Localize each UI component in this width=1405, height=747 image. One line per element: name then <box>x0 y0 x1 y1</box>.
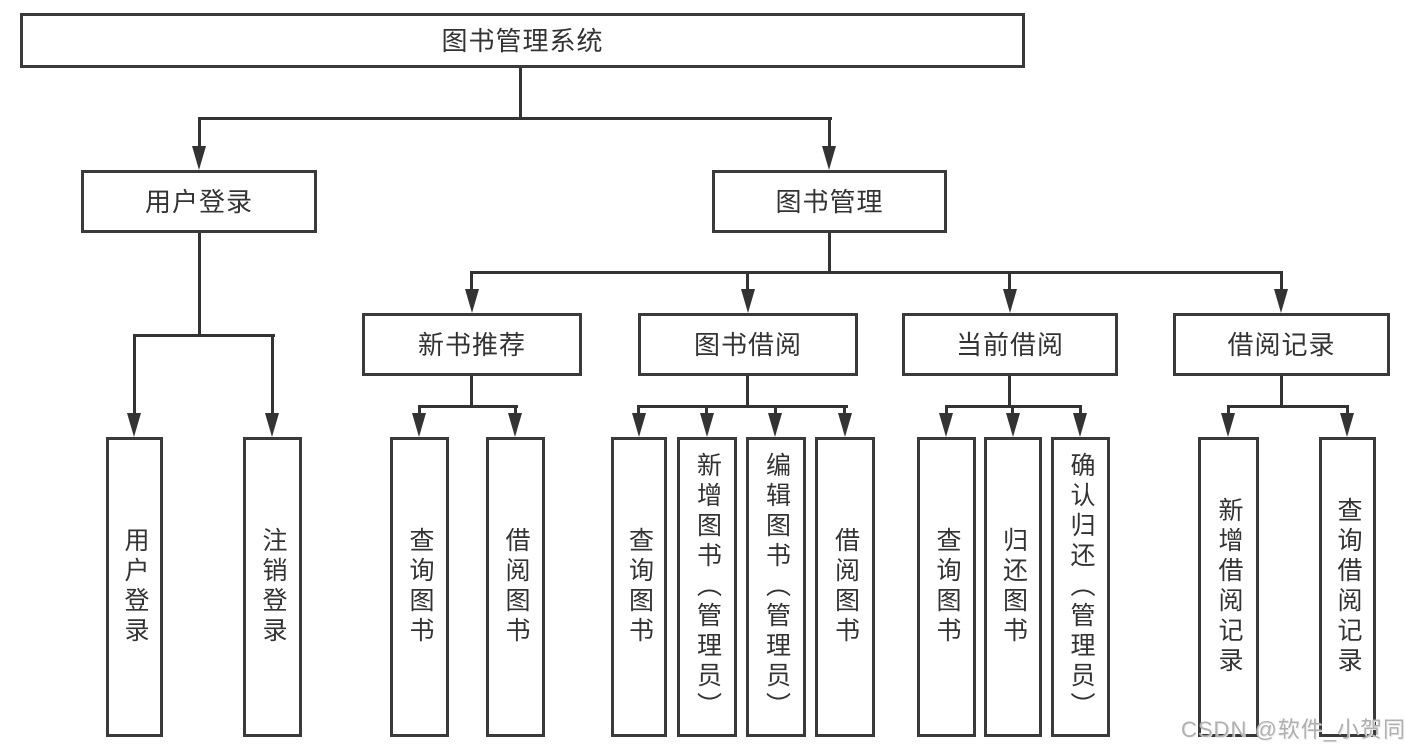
connector-mgmt-branch <box>470 271 1283 274</box>
node-label: 新书推荐 <box>417 329 526 360</box>
connector-to-c1 <box>945 405 948 417</box>
arrowhead-current-borrow <box>1003 289 1017 313</box>
leaf-borrow-books-recommend: 借阅图书 <box>486 437 545 737</box>
leaf-query-books-recommend: 查询图书 <box>390 437 449 737</box>
leaf-confirm-return-admin: 确认归还（管理员） <box>1051 437 1110 737</box>
node-book-borrowing: 图书借阅 <box>638 313 858 376</box>
leaf-label: 编辑图书（管理员） <box>762 452 791 722</box>
leaf-logout: 注销登录 <box>243 437 302 737</box>
connector-login-branch <box>133 334 275 337</box>
connector-records-branch <box>1227 405 1349 408</box>
arrowhead-user-login <box>192 146 206 170</box>
arrowhead-c1 <box>939 413 953 437</box>
arrowhead-b4 <box>838 413 852 437</box>
connector-newbooks-stem <box>470 376 473 408</box>
node-current-borrowing: 当前借阅 <box>902 313 1118 376</box>
leaf-query-books-borrow: 查询图书 <box>611 437 667 737</box>
arrowhead-book-mgmt <box>822 146 836 170</box>
node-new-book-recommend: 新书推荐 <box>362 313 582 376</box>
connector-to-b3 <box>774 405 777 417</box>
connector-mgmt-stem <box>828 233 831 273</box>
connector-current-stem <box>1008 376 1011 408</box>
connector-borrow-branch <box>637 405 848 408</box>
arrowhead-c3 <box>1073 413 1087 437</box>
connector-to-a1 <box>418 405 421 417</box>
arrowhead-d1 <box>1221 413 1235 437</box>
connector-to-d2 <box>1346 405 1349 417</box>
arrowhead-leaf-user-login <box>127 413 141 437</box>
connector-to-c2 <box>1011 405 1014 417</box>
connector-to-b2 <box>705 405 708 417</box>
leaf-label: 新增借阅记录 <box>1215 497 1243 677</box>
connector-records-stem <box>1280 376 1283 408</box>
leaf-add-borrow-record: 新增借阅记录 <box>1198 437 1259 737</box>
node-label: 图书借阅 <box>693 329 802 360</box>
node-book-management: 图书管理 <box>712 170 947 233</box>
connector-to-user-login <box>198 117 201 148</box>
connector-borrow-stem <box>746 376 749 408</box>
leaf-label: 查询图书 <box>933 527 961 647</box>
leaf-label: 归还图书 <box>999 527 1028 647</box>
connector-to-d1 <box>1227 405 1230 417</box>
arrowhead-b3 <box>768 413 782 437</box>
node-label: 用户登录 <box>144 186 253 217</box>
node-user-login: 用户登录 <box>81 170 317 233</box>
arrowhead-leaf-logout <box>265 413 279 437</box>
leaf-label: 查询图书 <box>406 527 434 647</box>
connector-to-b1 <box>637 405 640 417</box>
leaf-label: 借阅图书 <box>502 527 530 647</box>
connector-to-leaf-logout <box>271 334 274 416</box>
arrowhead-d2 <box>1340 413 1354 437</box>
csdn-watermark: CSDN @软件_小贺同学 <box>1181 717 1405 742</box>
arrowhead-a1 <box>412 413 426 437</box>
leaf-query-books-current: 查询图书 <box>917 437 976 737</box>
connector-to-a2 <box>514 405 517 417</box>
connector-newbooks-branch <box>418 405 518 408</box>
node-borrowing-records: 借阅记录 <box>1173 313 1390 376</box>
node-label: 借阅记录 <box>1227 329 1336 360</box>
node-label: 当前借阅 <box>955 329 1064 360</box>
arrowhead-b2 <box>700 413 714 437</box>
leaf-label: 查询图书 <box>625 527 654 647</box>
connector-to-c3 <box>1079 405 1082 417</box>
leaf-label: 查询借阅记录 <box>1334 497 1362 677</box>
leaf-label: 新增图书（管理员） <box>693 452 722 722</box>
connector-to-b4 <box>843 405 846 417</box>
leaf-label: 借阅图书 <box>831 527 860 647</box>
leaf-query-borrow-record: 查询借阅记录 <box>1319 437 1376 737</box>
connector-root-stem <box>519 68 522 119</box>
connector-level1-branch <box>198 117 832 120</box>
leaf-borrow-books: 借阅图书 <box>815 437 875 737</box>
arrowhead-b1 <box>632 413 646 437</box>
connector-to-book-mgmt <box>828 117 831 148</box>
connector-login-stem <box>198 233 201 336</box>
leaf-label: 注销登录 <box>259 527 287 647</box>
connector-to-book-borrow <box>746 271 749 291</box>
connector-to-current-borrow <box>1008 271 1011 291</box>
node-label: 图书管理系统 <box>441 25 604 56</box>
leaf-label: 用户登录 <box>121 527 149 647</box>
arrowhead-a2 <box>508 413 522 437</box>
connector-to-borrow-records <box>1280 271 1283 291</box>
arrowhead-c2 <box>1006 413 1020 437</box>
connector-to-leaf-user-login <box>133 334 136 416</box>
arrowhead-borrow-records <box>1274 289 1288 313</box>
leaf-add-books-admin: 新增图书（管理员） <box>677 437 737 737</box>
node-root-system: 图书管理系统 <box>20 13 1025 68</box>
node-label: 图书管理 <box>775 186 884 217</box>
leaf-user-login: 用户登录 <box>106 437 163 737</box>
connector-to-new-books <box>470 271 473 291</box>
leaf-label: 确认归还（管理员） <box>1067 452 1095 722</box>
arrowhead-new-books <box>465 289 479 313</box>
leaf-return-books: 归还图书 <box>984 437 1042 737</box>
leaf-edit-books-admin: 编辑图书（管理员） <box>746 437 806 737</box>
arrowhead-book-borrow <box>741 289 755 313</box>
